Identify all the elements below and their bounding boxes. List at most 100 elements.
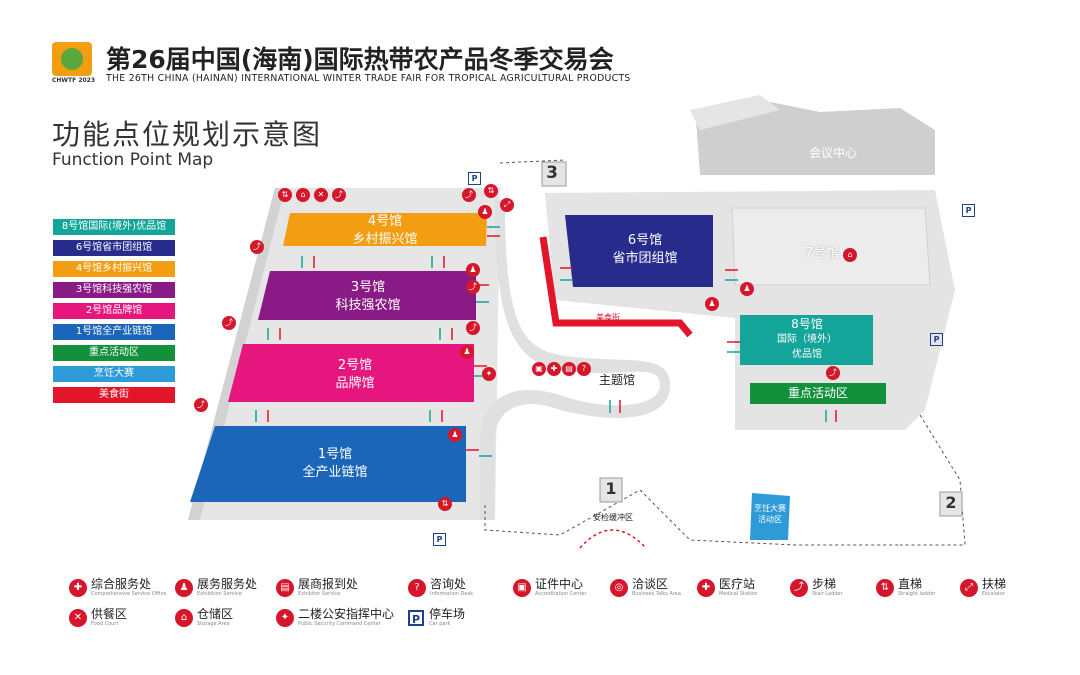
exhibition-service-icon: ♟	[466, 263, 480, 277]
elevator-icon: ⇅	[278, 188, 292, 202]
hall-3-name: 科技强农馆	[335, 298, 401, 313]
legend-item: 8号馆国际(境外)优品馆	[53, 219, 175, 235]
id-card-icon: ▣	[532, 362, 546, 376]
hall-4-name: 乡村振兴馆	[352, 232, 418, 247]
exhibition-service-icon: ♟	[460, 345, 474, 359]
legend-item: 重点活动区	[53, 345, 175, 361]
key-sublabel: Accreditation Center	[535, 591, 587, 597]
conference-center-label[interactable]: 会议中心	[808, 146, 857, 160]
hall-1-number: 1号馆	[317, 447, 353, 462]
theme-hall-label[interactable]: 主题馆	[598, 373, 635, 387]
storage-icon: ⌂	[175, 609, 193, 627]
id-card-icon: ▣	[513, 579, 531, 597]
food-street-strip	[539, 236, 693, 338]
food-street-label: 美食街	[596, 313, 620, 322]
key-sublabel: Medical Station	[719, 591, 758, 597]
elevator-icon: ⇅	[484, 184, 498, 198]
legend-item: 美食街	[53, 387, 175, 403]
hall-1-label[interactable]: 1号馆 全产业链馆	[270, 446, 400, 482]
key-label: 步梯	[812, 577, 837, 591]
escalator-icon: ⤢	[500, 198, 514, 212]
hall-4-label[interactable]: 4号馆 乡村振兴馆	[320, 213, 450, 249]
key-sublabel: Comprehensive Service Office	[91, 591, 167, 597]
conference-center-building	[696, 100, 935, 175]
activity-zone-label[interactable]: 重点活动区	[787, 386, 848, 400]
parking-sign-east[interactable]: P	[962, 204, 975, 217]
hall-8-area	[740, 315, 873, 365]
stairs-icon: ⤴	[332, 188, 346, 202]
parking-sign-south[interactable]: P	[433, 533, 446, 546]
legend-item: 6号馆省市团组馆	[53, 240, 175, 256]
gate-1-number: 1	[605, 479, 617, 498]
parking-sign-north[interactable]: P	[468, 172, 481, 185]
stairs-icon: ⤴	[222, 316, 236, 330]
parking-icon: P	[408, 610, 424, 626]
key-sublabel: Stair Ladder	[812, 591, 843, 597]
hall-4-number: 4号馆	[367, 214, 403, 229]
exhibition-service-icon: ♟	[175, 579, 193, 597]
stairs-icon: ⤴	[466, 280, 480, 294]
parking-sign-southeast[interactable]: P	[930, 333, 943, 346]
stairs-icon: ⤴	[250, 240, 264, 254]
key-sublabel: Escalator	[982, 591, 1006, 597]
hall-8-name-line2: 优品馆	[792, 349, 822, 360]
hall-6-label[interactable]: 6号馆 省市团组馆	[580, 232, 710, 268]
exhibition-service-icon: ♟	[705, 297, 719, 311]
hall-4-area	[283, 213, 487, 246]
food-icon: ✕	[314, 188, 328, 202]
hall-6-area	[565, 215, 713, 287]
food-icon: ✕	[69, 609, 87, 627]
gate-3-sign	[541, 161, 567, 187]
question-icon: ?	[408, 579, 426, 597]
gate-3-number: 3	[546, 163, 558, 183]
logo: CHWTF 2023	[52, 42, 96, 86]
hall-1-area	[190, 426, 466, 502]
hall-3-label[interactable]: 3号馆 科技强农馆	[303, 279, 433, 315]
legend-item: 3号馆科技强农馆	[53, 282, 175, 298]
key-label: 咨询处	[430, 577, 467, 591]
legend-item: 2号馆品牌馆	[53, 303, 175, 319]
hall-7-storage-icon: ⌂	[843, 248, 857, 262]
hall-6-number: 6号馆	[627, 233, 663, 248]
stairs-icon: ⤴	[826, 366, 840, 380]
cooking-contest-area	[750, 493, 790, 540]
service-icon: ✚	[69, 579, 87, 597]
key-sublabel: Exhibition Service	[197, 591, 242, 597]
hall-8-label[interactable]: 8号馆 国际（境外） 优品馆	[742, 317, 872, 362]
hall-2-number: 2号馆	[337, 358, 373, 373]
hall-6-name: 省市团组馆	[612, 251, 678, 266]
legend-item: 烹饪大赛	[53, 366, 175, 382]
hall-7-label[interactable]: 7号馆	[792, 245, 852, 263]
hall-8-number: 8号馆	[791, 317, 823, 331]
exhibition-service-icon: ♟	[740, 282, 754, 296]
key-label: 扶梯	[982, 577, 1007, 591]
elevator-icon: ⇅	[876, 579, 894, 597]
logo-emblem-icon	[61, 48, 83, 70]
key-sublabel: Public Security Command Center	[298, 621, 381, 627]
stairs-icon: ⤴	[466, 321, 480, 335]
cooking-contest-label[interactable]: 烹饪大赛 活动区	[750, 503, 790, 525]
hall-3-number: 3号馆	[350, 280, 386, 295]
police-icon: ✦	[276, 609, 294, 627]
gate-2-number: 2	[945, 493, 957, 512]
key-label: 仓储区	[197, 607, 234, 621]
hall-1-name: 全产业链馆	[302, 465, 368, 480]
gate-1-sign	[599, 477, 623, 503]
hall-2-label[interactable]: 2号馆 品牌馆	[290, 357, 420, 393]
key-sublabel: Exhibitor Service	[298, 591, 341, 597]
flow-arrows	[255, 226, 837, 457]
cooking-contest-line1: 烹饪大赛	[754, 504, 786, 513]
theme-hall-path	[480, 200, 670, 520]
hall-2-name: 品牌馆	[335, 376, 375, 391]
key-sublabel: Car park	[429, 621, 451, 627]
